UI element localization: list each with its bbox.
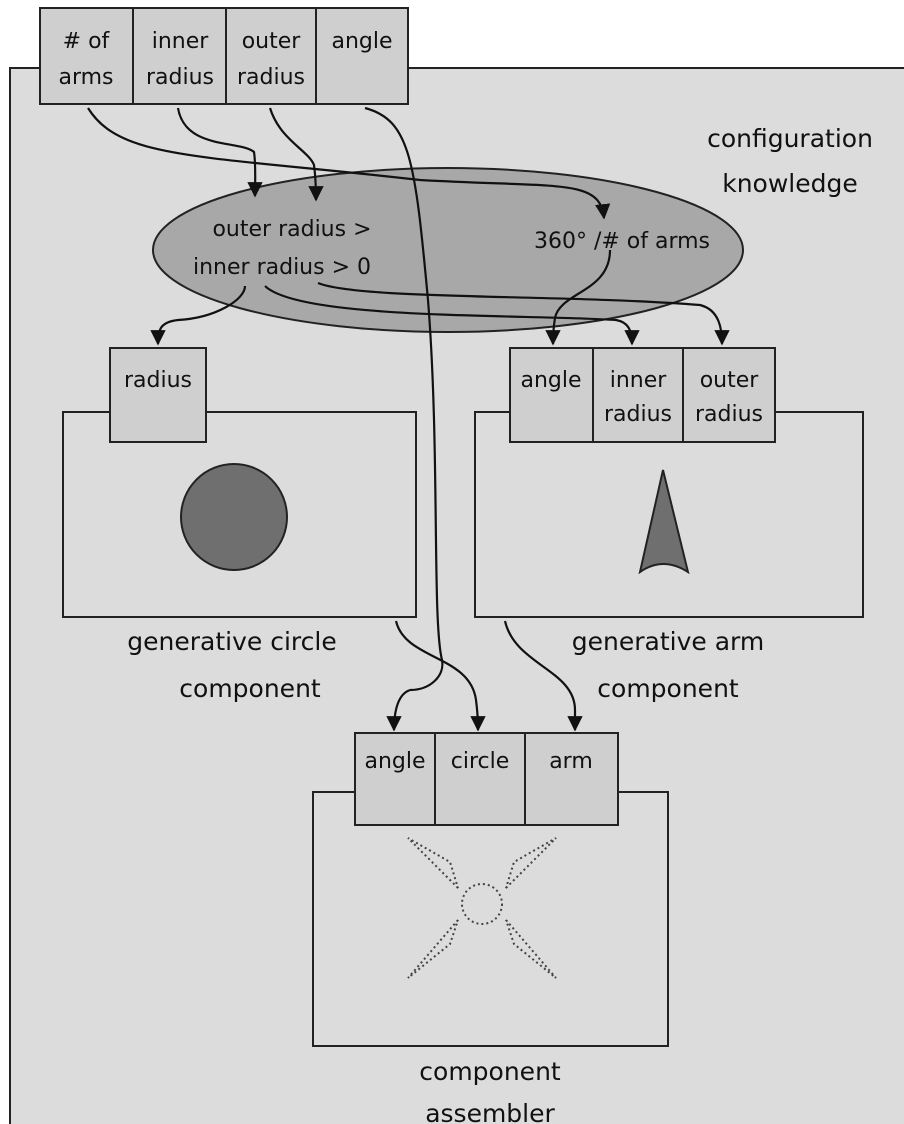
angle-input[interactable]	[315, 7, 409, 105]
angle-passthrough-wire	[364, 106, 444, 692]
arm-to-assembler-arrow	[503, 620, 583, 732]
num-arms-label-1: # of	[63, 29, 111, 54]
inner-radius-label-1: inner	[152, 29, 210, 54]
outer-radius-label-2: radius	[237, 65, 305, 90]
assembled-star-icon	[407, 837, 557, 979]
arm-angle-port-label: angle	[520, 368, 581, 393]
circle-radius-port[interactable]	[109, 347, 207, 443]
assembler-circle-label: circle	[451, 749, 510, 774]
constraint-to-arm-outer-arrow	[317, 281, 730, 346]
arm-caption-2: component	[597, 674, 739, 703]
arm-angle-port[interactable]	[509, 347, 594, 443]
outer-radius-input[interactable]	[225, 7, 317, 105]
angle-input-label: angle	[331, 29, 392, 54]
arm-inner-radius-port[interactable]	[592, 347, 684, 443]
knowledge-title-2: knowledge	[722, 169, 858, 198]
circle-radius-port-label: radius	[124, 368, 192, 393]
constraint-to-arm-inner-arrow	[264, 285, 640, 346]
outer-radius-label-1: outer	[242, 29, 302, 54]
circle-caption-2: component	[179, 674, 321, 703]
inner-radius-label-2: radius	[146, 65, 214, 90]
assembler-caption-1: component	[419, 1057, 561, 1086]
inner-to-constraint-arrow	[176, 107, 263, 198]
arm-outer-radius-port[interactable]	[682, 347, 776, 443]
assembler-circle-port[interactable]	[434, 732, 526, 826]
connections	[87, 106, 730, 732]
arms-to-formula-arrow	[87, 107, 611, 220]
assembler-panel	[312, 791, 669, 1047]
outer-to-constraint-arrow	[268, 107, 324, 202]
angle-to-assembler-arrow	[386, 688, 411, 732]
circle-to-assembler-arrow	[394, 620, 486, 732]
arm-outer-port-label-1: outer	[700, 368, 760, 393]
arm-shape-icon	[638, 469, 690, 575]
arm-caption-1: generative arm	[572, 627, 764, 656]
num-arms-label-2: arms	[58, 65, 113, 90]
constraint-line-2: inner radius > 0	[193, 255, 371, 280]
assembler-arm-label: arm	[549, 749, 593, 774]
angle-formula: 360° /# of arms	[534, 229, 710, 254]
circle-shape-icon	[180, 463, 288, 571]
knowledge-title-1: configuration	[707, 124, 873, 153]
arm-inner-port-label-1: inner	[610, 368, 668, 393]
assembler-caption-2: assembler	[425, 1099, 555, 1124]
assembler-arm-port[interactable]	[524, 732, 619, 826]
num-arms-input[interactable]	[39, 7, 134, 105]
arm-outer-port-label-2: radius	[695, 402, 763, 427]
formula-to-arm-angle-arrow	[545, 249, 612, 346]
assembler-angle-label: angle	[364, 749, 425, 774]
input-ports: # of arms inner radius outer radius angl…	[39, 7, 409, 105]
constraint-line-1: outer radius >	[212, 217, 371, 242]
circle-caption-1: generative circle	[127, 627, 336, 656]
arm-inner-port-label-2: radius	[604, 402, 672, 427]
assembler-angle-port[interactable]	[354, 732, 436, 826]
constraint-to-radius-arrow	[150, 285, 247, 346]
